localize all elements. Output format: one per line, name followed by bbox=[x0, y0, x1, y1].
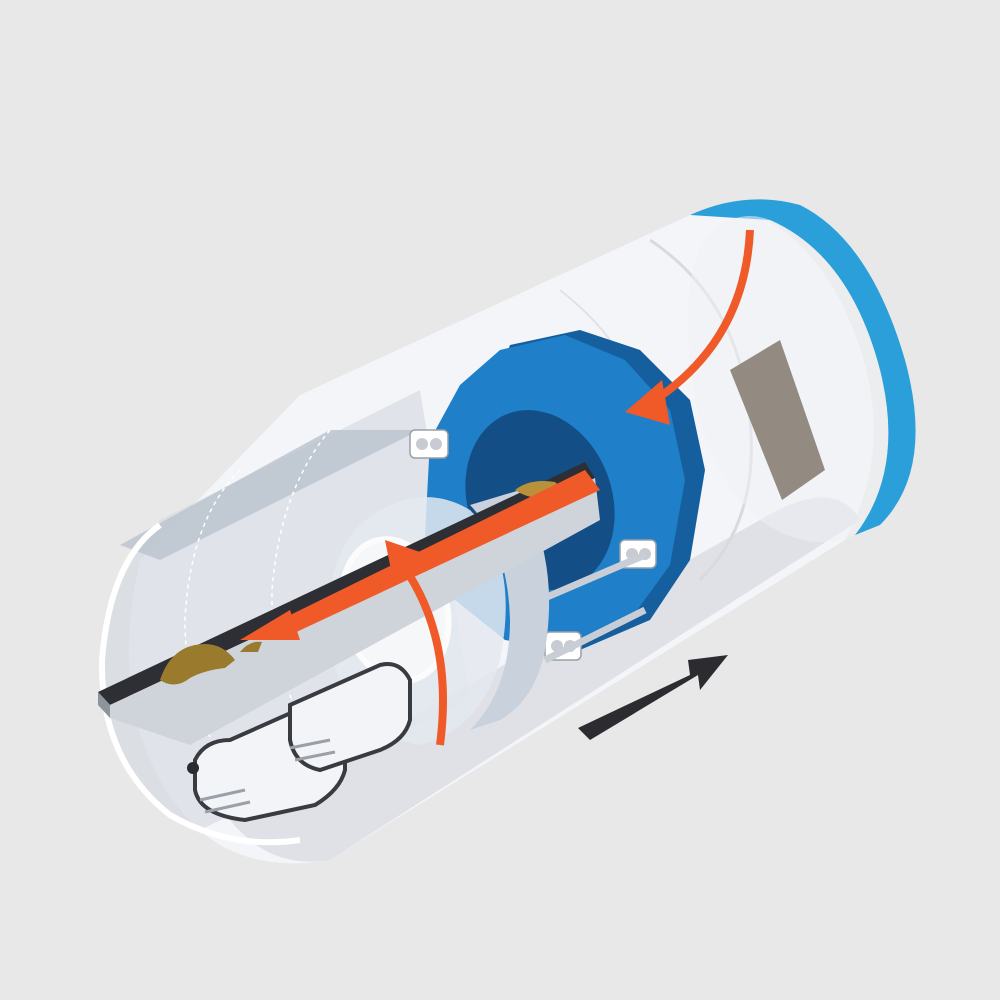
conveyor-front-face bbox=[98, 692, 110, 718]
bolt-top bbox=[409, 429, 449, 459]
cylinder-lower-shade bbox=[230, 497, 860, 862]
sensor-window bbox=[730, 340, 825, 500]
flow-arrows bbox=[240, 229, 754, 746]
debris-piece-1 bbox=[160, 644, 235, 685]
straight-arrow-icon bbox=[578, 655, 728, 740]
sensor-dot bbox=[187, 762, 199, 774]
travel-direction-arrow bbox=[578, 655, 728, 740]
front-opening-rim bbox=[98, 522, 301, 846]
support-rods bbox=[538, 551, 647, 664]
debris-piece-2 bbox=[240, 641, 262, 652]
straight-arrow-icon bbox=[240, 470, 600, 640]
skid-rails bbox=[199, 738, 336, 814]
debris bbox=[160, 481, 559, 685]
curved-arrow-icon bbox=[625, 229, 754, 425]
conveyor-top bbox=[98, 462, 595, 705]
end-cap-rim bbox=[690, 199, 916, 535]
transparent-top-band bbox=[120, 430, 420, 560]
skids bbox=[187, 662, 412, 823]
